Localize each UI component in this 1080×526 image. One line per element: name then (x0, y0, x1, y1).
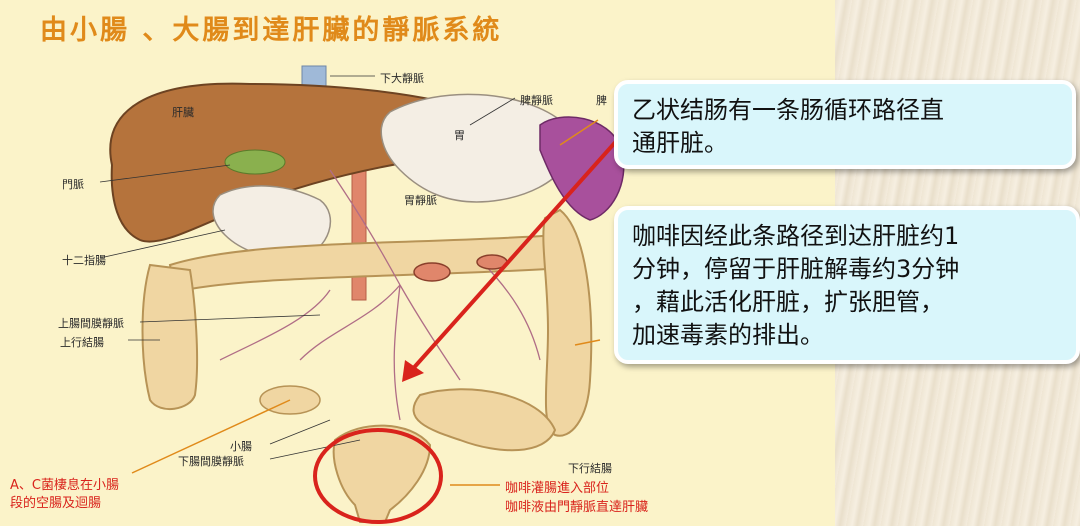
callout-1-line-1: 乙状结肠有一条肠循环路径直 (632, 96, 944, 124)
label-portal-vein: 門脈 (62, 178, 84, 191)
gallbladder-shape (224, 149, 286, 175)
label-splenic-vein: 脾靜脈 (520, 94, 553, 107)
label-ivc: 下大靜脈 (380, 72, 424, 85)
label-liver: 肝臟 (172, 106, 194, 119)
callout-caffeine-effect: 咖啡因经此条路径到达肝脏约1 分钟，停留于肝脏解毒约3分钟 ，藉此活化肝脏，扩张… (614, 206, 1080, 364)
transverse-colon-shape (168, 233, 579, 294)
rectum-shape (332, 424, 432, 523)
bacteria-note-line1: A、C菌棲息在小腸 (10, 478, 119, 493)
label-small-intestine: 小腸 (230, 440, 252, 453)
leader-lines (99, 75, 516, 460)
label-gastric-vein: 胃靜脈 (404, 194, 437, 207)
pathway-arrow-line (408, 126, 630, 374)
stomach-shape (380, 93, 573, 203)
callout-sigmoid-pathway: 乙状结肠有一条肠循环路径直 通肝脏。 (614, 80, 1076, 169)
sigmoid-colon-shape (412, 388, 557, 452)
enema-entry-circle (313, 428, 443, 524)
callout-1-line-2: 通肝脏。 (632, 129, 728, 157)
label-stomach: 胃 (454, 129, 465, 142)
spleen-shape (539, 116, 625, 221)
enema-note-line2: 咖啡液由門靜脈直達肝臟 (505, 500, 649, 515)
label-descending-colon: 下行結腸 (568, 462, 612, 475)
callout-2-line-4: 加速毒素的排出。 (632, 321, 824, 349)
callout-2-line-3: ，藉此活化肝脏，扩张胆管， (632, 288, 944, 316)
mesenteric-vessels (219, 169, 541, 421)
enema-note-line1: 咖啡灌腸進入部位 (505, 481, 610, 496)
callout-2-line-1: 咖啡因经此条路径到达肝脏约1 (632, 222, 960, 250)
vessel-opening-left (413, 262, 451, 282)
bacteria-note-line2: 段的空腸及迴腸 (10, 496, 102, 511)
descending-colon-shape (542, 208, 593, 437)
label-spleen: 脾 (596, 94, 607, 107)
anatomy-illustration (99, 65, 630, 524)
ascending-colon-shape (141, 263, 199, 411)
label-ascending-colon: 上行結腸 (60, 336, 104, 349)
label-inf-mesenteric-vein: 下腸間膜靜脈 (178, 455, 244, 468)
pathway-arrow-head (402, 360, 424, 382)
orange-leader-lines (131, 119, 601, 486)
callout-2-line-2: 分钟，停留于肝脏解毒约3分钟 (632, 255, 960, 283)
label-sup-mesenteric-vein: 上腸間膜靜脈 (58, 317, 124, 330)
slide-title: 由小腸 、大腸到達肝臟的靜脈系統 (40, 15, 503, 46)
label-duodenum: 十二指腸 (62, 254, 106, 267)
